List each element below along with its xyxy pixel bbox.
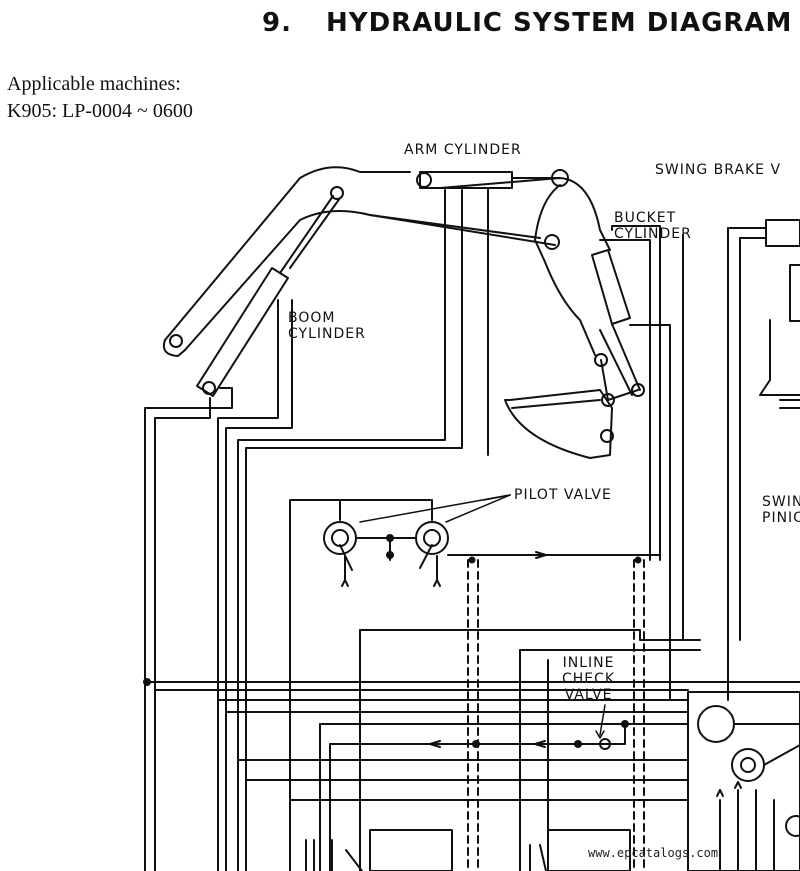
applicable-machines-label: Applicable machines: bbox=[7, 73, 181, 95]
watermark: www.epcatalogs.com bbox=[588, 846, 719, 860]
lower-valves bbox=[305, 829, 631, 871]
pilot-valve-label: PILOT VALVE bbox=[514, 487, 612, 503]
manifold-lines bbox=[144, 629, 800, 871]
pilot-valve-left bbox=[289, 499, 357, 871]
main-hose-lines bbox=[144, 189, 684, 871]
swing-brake-valve bbox=[727, 219, 800, 701]
pilot-dashed-lines bbox=[467, 559, 645, 871]
bucket bbox=[504, 389, 614, 459]
inline-check-valve bbox=[429, 704, 626, 750]
machine-model-range: K905: LP-0004 ~ 0600 bbox=[7, 100, 193, 122]
bucket-cylinder bbox=[591, 249, 645, 407]
junction-dots bbox=[143, 534, 642, 748]
section-number: 9. bbox=[262, 8, 292, 38]
inline-check-valve-label: INLINE CHECK VALVE bbox=[562, 655, 616, 703]
arm-cylinder-label: ARM CYLINDER bbox=[404, 142, 522, 158]
swing-pinion-label: SWIN PINIO bbox=[762, 494, 800, 526]
pilot-valve-callout bbox=[359, 494, 511, 523]
page-title: HYDRAULIC SYSTEM DIAGRAM bbox=[326, 8, 793, 38]
arm-cylinder bbox=[416, 169, 569, 189]
pilot-valve-right bbox=[339, 499, 661, 587]
bucket-cylinder-label: BUCKET CYLINDER bbox=[614, 210, 692, 242]
boom-cylinder-label: BOOM CYLINDER bbox=[288, 310, 366, 342]
swing-brake-valve-label: SWING BRAKE V bbox=[655, 162, 782, 178]
boom-arm bbox=[162, 166, 611, 357]
boom-cylinder bbox=[196, 195, 341, 397]
control-valve-block bbox=[687, 691, 800, 871]
